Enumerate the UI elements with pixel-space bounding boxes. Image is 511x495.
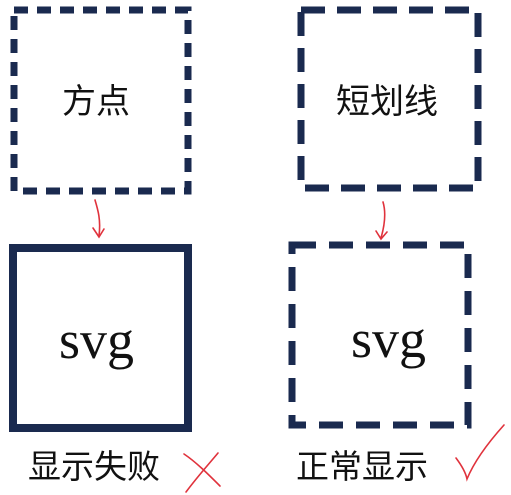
left-bottom-label: svg [59,310,135,370]
left-top-label: 方点 [62,82,130,122]
right-bottom-box [288,241,472,429]
check-mark [455,424,505,482]
left-result-caption: 显示失败 [28,447,160,486]
left-top-box [10,6,192,195]
right-top-box [297,6,482,192]
left-arrow [92,199,105,239]
left-bottom-box [9,244,192,432]
right-top-label: 短划线 [336,82,438,122]
right-result-caption: 正常显示 [296,447,428,486]
right-arrow [375,201,388,241]
cross-mark [183,452,221,493]
right-bottom-label: svg [351,309,427,369]
